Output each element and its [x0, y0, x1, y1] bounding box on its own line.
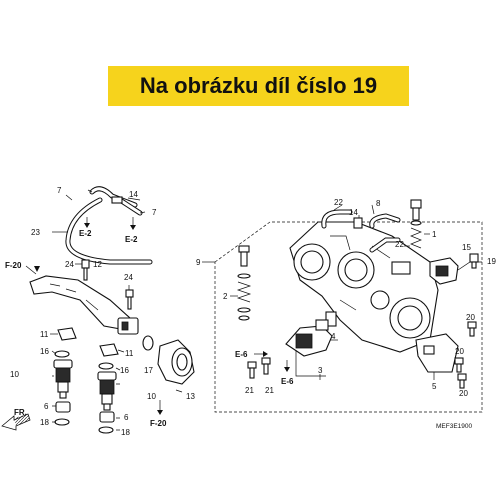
callout-19: 19: [487, 257, 496, 266]
e6-reference-lower: E-6: [281, 360, 294, 386]
bolt-20-right: [467, 321, 477, 337]
callout-7-left: 7: [57, 186, 62, 195]
pressure-regulator: [157, 339, 195, 393]
callout-5: 5: [432, 382, 437, 391]
callout-12: 12: [93, 260, 102, 269]
callout-22-top: 22: [334, 198, 343, 207]
callout-16-right: 16: [120, 366, 129, 375]
bolt-20-lower: [457, 373, 467, 389]
callout-17: 17: [144, 366, 153, 375]
callout-9: 9: [196, 258, 201, 267]
bolt-24-left: [75, 259, 90, 281]
e6-reference-upper: E-6: [235, 350, 268, 359]
callout-18-left: 18: [40, 418, 49, 427]
callout-18-right: 18: [121, 428, 130, 437]
callout-20-top: 20: [466, 313, 475, 322]
bracket-5: [415, 333, 459, 380]
callout-7-right: 7: [152, 208, 157, 217]
e6-upper-label: E-6: [235, 350, 248, 359]
bolt-24-right: [125, 285, 134, 310]
callout-10-left: 10: [10, 370, 19, 379]
callout-11-right: 11: [125, 349, 134, 358]
f20-top-label: F-20: [5, 261, 22, 270]
callout-21-right: 21: [265, 386, 274, 395]
callout-3: 3: [318, 366, 323, 375]
clip-11-left: [50, 327, 77, 341]
callout-16-left: 16: [40, 347, 49, 356]
callout-11-left: 11: [40, 330, 49, 339]
callout-6-left: 6: [44, 402, 49, 411]
callout-15: 15: [462, 243, 471, 252]
callout-4: 4: [331, 332, 336, 341]
injector-right: [97, 362, 121, 434]
callout-21-left: 21: [245, 386, 254, 395]
bolt-20-mid: [454, 357, 464, 373]
e2-right-label: E-2: [125, 235, 138, 244]
front-label: FR.: [14, 408, 27, 417]
bypass-hoses: [321, 204, 401, 253]
callout-labels: 7 14 7 23 24 24 12 11 11 16 16 10 10 6 6…: [10, 186, 496, 437]
fuel-rail: [29, 275, 154, 351]
callout-23: 23: [31, 228, 40, 237]
f20-reference-top: F-20: [5, 261, 40, 275]
e2-reference-left: E-2: [79, 217, 92, 238]
injector-left: [51, 350, 73, 426]
e2-reference-right: E-2: [125, 217, 138, 244]
screw-spring-2: [230, 245, 252, 321]
callout-20-bottom: 20: [459, 389, 468, 398]
callout-8: 8: [376, 199, 381, 208]
callout-24-right: 24: [124, 273, 133, 282]
callout-14-left: 14: [129, 190, 138, 199]
sensor-15: [429, 257, 482, 285]
callout-14-right: 14: [349, 208, 358, 217]
bolt-21-lower: [261, 357, 271, 375]
bolt-19: [469, 253, 479, 269]
callout-20-mid: 20: [455, 347, 464, 356]
title-text: Na obrázku díl číslo 19: [139, 73, 378, 98]
callout-13: 13: [186, 392, 195, 401]
sensor-3-assembly: [285, 319, 338, 380]
bolt-21-upper: [247, 361, 257, 379]
throttle-body-frame: [202, 221, 483, 413]
callout-1: 1: [432, 230, 437, 239]
callout-6-right: 6: [124, 413, 129, 422]
callout-2: 2: [223, 292, 228, 301]
vapor-hose-assembly: [52, 186, 153, 265]
f20-bottom-label: F-20: [150, 419, 167, 428]
idle-screw-assembly: [404, 199, 430, 249]
front-direction-arrow: FR.: [1, 408, 31, 431]
e2-left-label: E-2: [79, 229, 92, 238]
callout-24-left: 24: [65, 260, 74, 269]
callout-10-right: 10: [147, 392, 156, 401]
f20-reference-bottom: F-20: [150, 400, 167, 428]
title-banner: Na obrázku díl číslo 19: [108, 66, 409, 106]
clip-11-right: [99, 343, 125, 357]
diagram-code: MEF3E1900: [436, 423, 473, 430]
e6-lower-label: E-6: [281, 377, 294, 386]
callout-22-mid: 22: [395, 240, 404, 249]
